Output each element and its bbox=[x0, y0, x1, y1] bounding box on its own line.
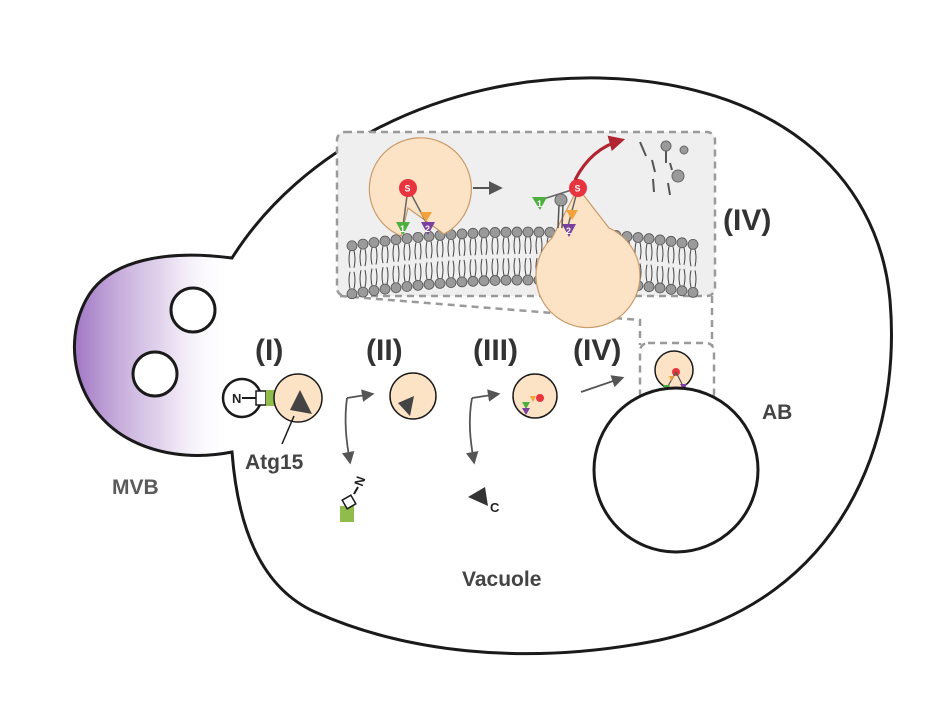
autophagic-body bbox=[592, 386, 760, 554]
lipid-head bbox=[687, 287, 699, 298]
branch-arrow bbox=[465, 397, 479, 465]
c-terminal-domain bbox=[290, 390, 312, 414]
lipid-head bbox=[654, 282, 666, 294]
lipid-head bbox=[478, 227, 490, 239]
stage-3-atg15 bbox=[512, 373, 558, 419]
extracted-lipid-head bbox=[554, 193, 568, 207]
lipid-head bbox=[456, 228, 468, 240]
mvb-label: MVB bbox=[112, 476, 159, 499]
n-fragment: N bbox=[340, 474, 368, 522]
svg-text:S: S bbox=[575, 184, 581, 194]
stage-label-1: (I) bbox=[255, 334, 283, 367]
active-site-s bbox=[569, 179, 587, 197]
orange-marker bbox=[566, 210, 578, 220]
lipid-head bbox=[379, 235, 391, 247]
lipid-head bbox=[511, 274, 523, 286]
stage-label-2: (II) bbox=[366, 334, 403, 367]
lipid-head bbox=[533, 226, 545, 238]
site-1-marker bbox=[396, 222, 410, 235]
c-fragment bbox=[468, 487, 488, 506]
lipid-head bbox=[478, 275, 490, 287]
svg-text:1: 1 bbox=[537, 199, 542, 209]
lipid-head bbox=[687, 239, 699, 250]
n-terminal-segment bbox=[255, 390, 267, 406]
lipid-head bbox=[357, 238, 369, 250]
branch-arrow bbox=[341, 397, 355, 465]
lipid-head bbox=[412, 231, 424, 243]
orange-marker bbox=[420, 212, 432, 222]
lipid-head bbox=[401, 281, 413, 292]
release-arrow bbox=[573, 135, 626, 181]
lipid-head bbox=[489, 275, 501, 286]
lipid-head bbox=[500, 274, 512, 286]
svg-text:S: S bbox=[405, 184, 411, 194]
lipid-head bbox=[346, 288, 358, 300]
lipid-head bbox=[489, 227, 501, 238]
svg-text:N: N bbox=[232, 391, 241, 406]
c-terminal-domain bbox=[398, 396, 414, 416]
active-site-s bbox=[399, 179, 417, 197]
lipid-head bbox=[401, 233, 413, 244]
lipid-head bbox=[357, 286, 369, 298]
site-2-marker bbox=[562, 224, 576, 237]
released-fragments bbox=[639, 140, 689, 196]
stage-label-4: (IV) bbox=[573, 334, 621, 367]
process-arrow bbox=[580, 375, 625, 393]
lipid-head bbox=[390, 234, 402, 246]
lipid-head bbox=[412, 279, 424, 291]
mvb-vesicle bbox=[169, 286, 217, 334]
lipid-head bbox=[665, 283, 677, 295]
vacuole-membrane bbox=[72, 76, 893, 656]
lipid-head bbox=[346, 240, 358, 252]
svg-text:2: 2 bbox=[566, 226, 571, 236]
stage-4-atg15 bbox=[654, 350, 694, 391]
lipid-head bbox=[467, 275, 479, 287]
lipid-head bbox=[643, 233, 655, 245]
lipid-head bbox=[522, 274, 534, 286]
stage-2-atg15 bbox=[389, 372, 437, 420]
stage-1-atg15: N bbox=[221, 373, 323, 445]
c-fragment-label: C bbox=[490, 500, 500, 515]
ab-label: AB bbox=[762, 401, 792, 424]
lipid-head bbox=[643, 281, 655, 293]
lipid-head bbox=[500, 226, 512, 238]
lipid-head bbox=[467, 227, 479, 239]
lipid-head bbox=[456, 276, 468, 288]
zoom-source-box bbox=[638, 341, 716, 403]
vacuole-label: Vacuole bbox=[462, 568, 541, 591]
stage-label-3: (III) bbox=[473, 334, 518, 367]
inset-enzyme-before: S 1 2 bbox=[368, 137, 472, 237]
process-arrow bbox=[346, 389, 375, 402]
inset-enzyme-after: S 1 2 bbox=[532, 135, 641, 329]
lipid-head bbox=[676, 237, 688, 249]
lipid-head bbox=[445, 277, 457, 288]
lipid-head bbox=[368, 285, 380, 296]
svg-text:1: 1 bbox=[400, 224, 405, 234]
lipid-head bbox=[423, 278, 435, 290]
atg15-label: Atg15 bbox=[245, 451, 304, 474]
transmembrane-segment bbox=[266, 390, 275, 406]
site-1-marker bbox=[532, 197, 547, 210]
site-2-marker bbox=[421, 222, 435, 235]
process-arrow bbox=[471, 389, 501, 402]
lipid-head bbox=[434, 278, 446, 289]
zoom-connector bbox=[339, 294, 642, 345]
lipid-head bbox=[522, 226, 534, 238]
lipid-head bbox=[665, 235, 677, 247]
mvb-vesicle bbox=[131, 350, 179, 398]
lipid-head bbox=[632, 232, 644, 243]
lipid-head bbox=[676, 285, 688, 297]
lipid-head bbox=[511, 226, 523, 238]
lipid-head bbox=[368, 237, 380, 248]
lipid-head bbox=[379, 283, 391, 295]
lipid-head bbox=[390, 282, 402, 294]
inset-stage-label: (IV) bbox=[723, 204, 771, 237]
svg-text:N: N bbox=[351, 474, 368, 488]
lipid-head bbox=[654, 234, 666, 246]
svg-text:2: 2 bbox=[425, 224, 430, 234]
